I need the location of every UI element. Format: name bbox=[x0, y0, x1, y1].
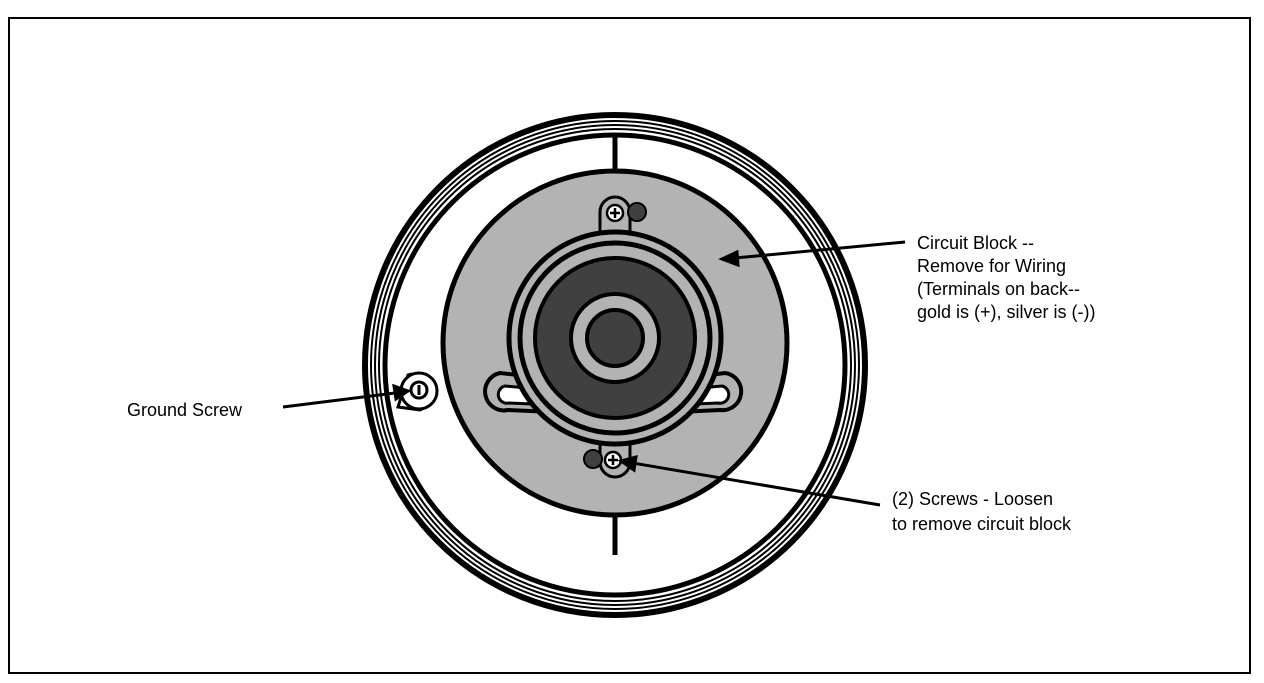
outer-ring-3 bbox=[374, 124, 856, 606]
center-hub bbox=[585, 308, 645, 368]
circuit-block-label-line-4: gold is (+), silver is (-)) bbox=[917, 302, 1096, 322]
ground-screw-label: Ground Screw bbox=[127, 400, 243, 420]
outer-ring-4 bbox=[378, 128, 852, 602]
diagram-frame bbox=[8, 17, 1251, 674]
circuit-block-arrowhead bbox=[718, 249, 740, 268]
ground-screw-leader bbox=[282, 391, 396, 409]
outer-ring-2 bbox=[370, 120, 860, 610]
top-screw-tab bbox=[598, 195, 647, 235]
top-terminal-dot bbox=[627, 202, 647, 222]
circuit-block-label-line-2: Remove for Wiring bbox=[917, 256, 1066, 276]
circuit-block-label-line-3: (Terminals on back-- bbox=[917, 279, 1080, 299]
screws-label-line-1: (2) Screws - Loosen bbox=[892, 489, 1053, 509]
bottom-terminal-dot bbox=[583, 449, 603, 469]
ground-screw-tab bbox=[396, 371, 439, 412]
ground-screw-arrowhead bbox=[392, 383, 412, 402]
screws-arrowhead bbox=[617, 454, 638, 473]
outer-ring-1 bbox=[362, 112, 868, 618]
circuit-block-leader bbox=[734, 240, 906, 260]
circuit-block-label-line-1: Circuit Block -- bbox=[917, 233, 1034, 253]
screws-leader bbox=[632, 461, 881, 507]
outer-rings bbox=[362, 112, 868, 618]
leader-lines bbox=[282, 240, 906, 507]
screws-label-line-2: to remove circuit block bbox=[892, 514, 1072, 534]
